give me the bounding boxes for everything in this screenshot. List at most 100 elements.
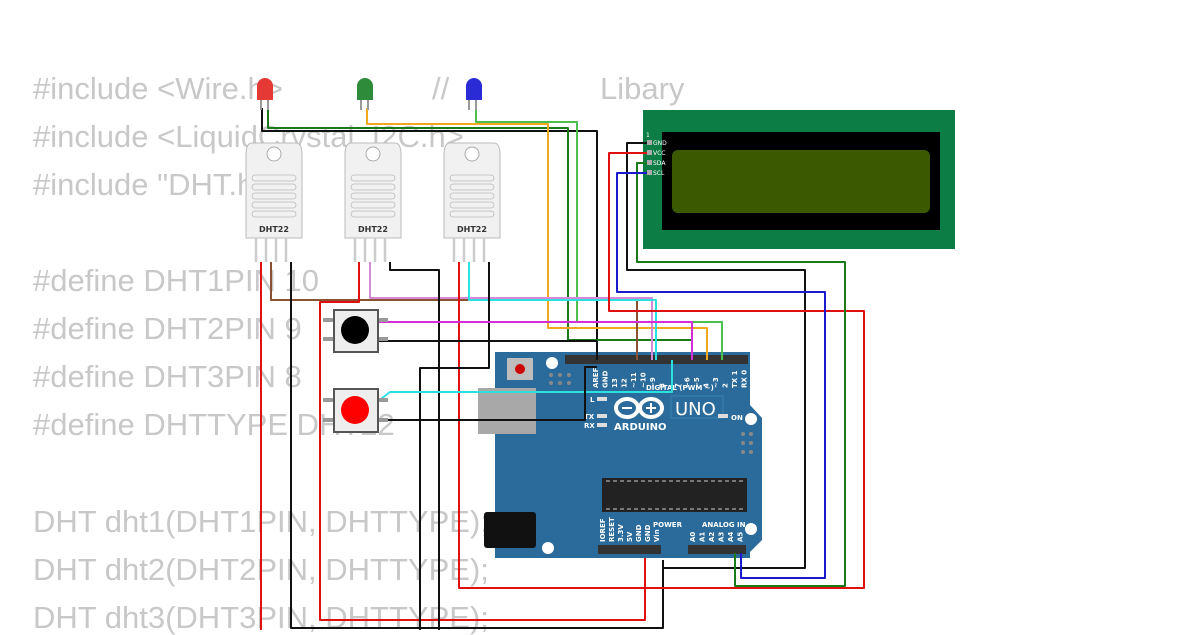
atmega-chip [602, 478, 747, 512]
power-header[interactable] [598, 545, 661, 554]
icsp-header-right [741, 432, 753, 454]
dht22-vent [350, 192, 396, 200]
pushbutton-black[interactable] [323, 309, 388, 353]
on-led [718, 414, 728, 418]
digital-pin-label: AREF [592, 367, 600, 388]
led-blue-body [466, 78, 482, 100]
power-pin-label: GND [644, 524, 652, 542]
code-comment-text: Libary [600, 71, 685, 106]
wire-button1-signal [377, 321, 693, 360]
wire-dht3-data [468, 262, 657, 360]
code-line-include-lcd: #include <LiquidCrystal_I2C.h> [33, 119, 464, 154]
wire-lcd-scl [616, 172, 826, 579]
digital-label: DIGITAL (PWM ~) [646, 384, 714, 392]
code-line-define-dht2: #define DHT2PIN 9 [33, 311, 302, 346]
digital-pin-label: 2 [722, 383, 730, 388]
wire-dht2-data [369, 262, 653, 360]
analog-pin-label: A3 [718, 532, 726, 542]
dht22-vent [251, 183, 297, 191]
digital-pin-label: ~11 [630, 372, 638, 388]
digital-pin-label: ~10 [640, 372, 648, 388]
digital-pin-label: RX 0 [741, 370, 749, 388]
dht22-vent [251, 192, 297, 200]
power-label: POWER [653, 521, 683, 529]
led-red[interactable] [257, 78, 273, 110]
arduino-model: UNO [675, 399, 716, 420]
wire-lcd-sda [636, 162, 846, 587]
analog-pin-label: A4 [727, 532, 735, 542]
tx-led [597, 414, 607, 418]
led-green[interactable] [357, 78, 373, 110]
wire-lcd-vcc [459, 152, 865, 589]
analog-pin-label: A1 [699, 532, 707, 542]
digital-pin-label: ~5 [693, 377, 701, 388]
lcd-pin-sda[interactable]: SDA [647, 160, 666, 167]
wire-dht2-gnd [389, 262, 440, 630]
digital-pin-label: 4 [703, 383, 711, 388]
mounting-hole [745, 413, 757, 425]
arduino-brand: ARDUINO [614, 422, 666, 433]
usb-port [478, 388, 536, 434]
digital-pin-label: ~9 [649, 377, 657, 388]
pushbutton-red[interactable] [323, 388, 388, 433]
arduino-uno-board[interactable]: DIGITAL (PWM ~) ARDUINO UNO ON L TX RX [478, 352, 762, 558]
power-jack [484, 512, 536, 548]
lcd-pin-vcc[interactable]: VCC [647, 150, 665, 157]
icsp-header-top [549, 373, 571, 385]
wire-dht1-gnd [290, 262, 664, 629]
wire-button2-signal [376, 360, 673, 403]
dht22-sensor-1[interactable]: DHT22 [245, 142, 303, 262]
lcd-pin-gnd[interactable]: GND [647, 140, 667, 147]
analog-label: ANALOG IN [702, 521, 746, 529]
led-green-body [357, 78, 373, 100]
wire-led-green-anode [366, 108, 708, 360]
power-pin-label: Vin [653, 529, 661, 542]
arduino-logo-icon [614, 397, 664, 419]
tx-label: TX [584, 413, 595, 421]
power-pin-label: RESET [608, 517, 616, 542]
dht22-hole [365, 146, 381, 162]
dht22-vent [449, 174, 495, 182]
power-pin-label: IOREF [599, 518, 607, 542]
svg-text:SDA: SDA [653, 160, 666, 167]
uno-box [670, 395, 724, 419]
dht22-vent [449, 183, 495, 191]
l-led [597, 397, 607, 401]
dht22-vent [350, 183, 396, 191]
svg-text:GND: GND [653, 140, 667, 147]
dht22-body [245, 142, 303, 239]
dht22-vent [251, 174, 297, 182]
on-label: ON [731, 414, 743, 422]
digital-pin-label: 13 [611, 378, 619, 388]
wire-lcd-gnd [626, 142, 806, 569]
dht22-hole [266, 146, 282, 162]
wire-dht2-vcc [319, 262, 646, 621]
mounting-hole [745, 523, 757, 535]
dht22-vent [251, 201, 297, 209]
analog-header[interactable] [688, 545, 746, 554]
analog-pin-label: A0 [689, 532, 697, 542]
dht22-sensor-2[interactable]: DHT22 [344, 142, 402, 262]
code-line-define-dht3: #define DHT3PIN 8 [33, 359, 302, 394]
digital-pin-label: GND [602, 370, 610, 388]
pushbutton-black-cap [341, 316, 369, 344]
svg-text:SCL: SCL [653, 170, 665, 177]
lcd-module[interactable]: 1 GND VCC SDA SCL [643, 110, 955, 249]
l-label: L [590, 396, 595, 404]
wire-led-blue-anode [475, 108, 723, 360]
power-pin-label: 3.3V [617, 524, 625, 542]
analog-pin-label: A2 [708, 532, 716, 542]
dht22-hole [464, 146, 480, 162]
dht22-vent [350, 174, 396, 182]
lcd-pin-one-label: 1 [646, 132, 650, 139]
digital-pin-label: 7 [674, 383, 682, 388]
lcd-pin-scl[interactable]: SCL [647, 170, 665, 177]
led-blue[interactable] [466, 78, 482, 110]
dht22-sensor-3[interactable]: DHT22 [443, 142, 501, 262]
mounting-hole [542, 542, 554, 554]
dht22-vent [251, 210, 297, 218]
digital-header-left[interactable] [565, 355, 725, 364]
reset-button-cap [515, 364, 525, 374]
